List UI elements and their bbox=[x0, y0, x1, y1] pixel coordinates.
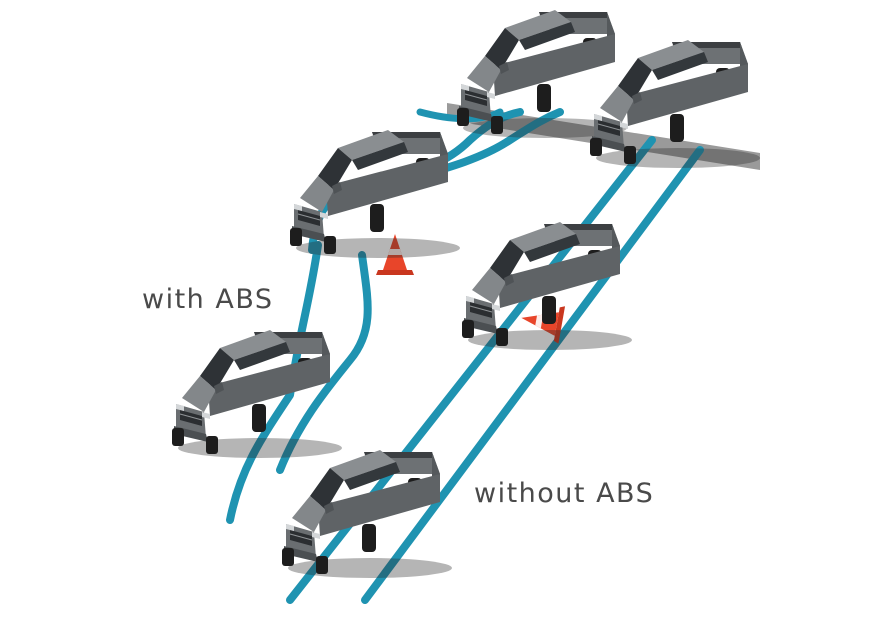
pickup-truck-icon bbox=[461, 221, 633, 351]
pickup-truck-icon bbox=[589, 39, 761, 169]
pickup-truck-icon bbox=[289, 129, 461, 259]
with-abs-label: with ABS bbox=[142, 284, 274, 315]
without-abs-label: without ABS bbox=[474, 478, 655, 509]
pickup-truck-icon bbox=[171, 329, 343, 459]
